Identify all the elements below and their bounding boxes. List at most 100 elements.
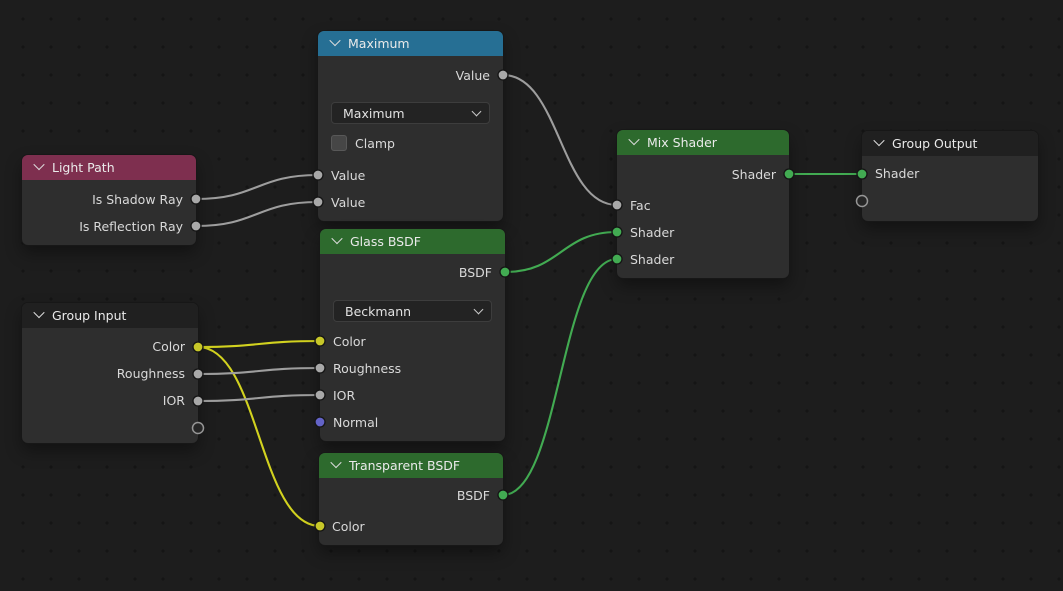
input-row-value-2: Value — [318, 189, 503, 216]
node-title: Glass BSDF — [350, 233, 421, 249]
node-header-mix-shader[interactable]: Mix Shader — [617, 130, 789, 155]
operation-dropdown[interactable]: Maximum — [331, 102, 490, 124]
node-maximum[interactable]: Maximum Value Maximum Clamp Value Value — [318, 31, 503, 221]
output-row-shader: Shader — [617, 161, 789, 188]
socket-transparent-color[interactable] — [314, 520, 326, 532]
socket-label: BSDF — [456, 487, 490, 503]
socket-mix-shader-in-1[interactable] — [611, 226, 623, 238]
node-header-glass-bsdf[interactable]: Glass BSDF — [320, 229, 505, 254]
output-row-color: Color — [22, 333, 198, 360]
dropdown-value: Maximum — [343, 105, 405, 121]
socket-lightpath-is-reflection-ray[interactable] — [190, 220, 202, 232]
socket-label: Is Reflection Ray — [79, 218, 183, 234]
socket-mix-fac[interactable] — [611, 199, 623, 211]
collapse-chevron-icon[interactable] — [873, 134, 885, 147]
wire-transparent-to-mix-shader2[interactable] — [502, 257, 618, 497]
node-group-output[interactable]: Group Output Shader — [862, 131, 1038, 221]
output-row-value: Value — [318, 62, 503, 89]
socket-label: Color — [152, 338, 185, 354]
wire-ior-to-glass-ior[interactable] — [197, 393, 321, 403]
socket-label: BSDF — [458, 264, 492, 280]
socket-label: Shader — [875, 165, 920, 181]
socket-label: Shader — [731, 166, 776, 182]
wire-color-to-transparent-color[interactable] — [197, 345, 321, 528]
socket-label: Value — [331, 167, 366, 183]
socket-label: Is Shadow Ray — [92, 191, 183, 207]
socket-maximum-value-in-2[interactable] — [312, 196, 324, 208]
socket-label: Roughness — [116, 365, 185, 381]
socket-lightpath-is-shadow-ray[interactable] — [190, 193, 202, 205]
output-row-ior: IOR — [22, 387, 198, 414]
node-glass-bsdf[interactable]: Glass BSDF BSDF Beckmann Color Roughness… — [320, 229, 505, 441]
socket-glass-roughness[interactable] — [314, 362, 326, 374]
node-transparent-bsdf[interactable]: Transparent BSDF BSDF Color — [319, 453, 503, 545]
node-header-transparent-bsdf[interactable]: Transparent BSDF — [319, 453, 503, 478]
socket-groupoutput-shader[interactable] — [856, 168, 868, 180]
socket-label: Value — [455, 67, 490, 83]
node-title: Group Output — [892, 135, 978, 151]
wire-glass-to-mix-shader1[interactable] — [504, 230, 618, 274]
collapse-chevron-icon[interactable] — [330, 456, 342, 469]
input-row-color: Color — [320, 328, 505, 355]
node-header-group-output[interactable]: Group Output — [862, 131, 1038, 156]
output-row-bsdf: BSDF — [320, 259, 505, 286]
socket-glass-normal[interactable] — [314, 416, 326, 428]
wire-maximum-to-fac[interactable] — [502, 73, 618, 207]
socket-label: Normal — [333, 414, 379, 430]
input-row-shader-2: Shader — [617, 246, 789, 273]
collapse-chevron-icon[interactable] — [628, 133, 640, 146]
socket-glass-bsdf-out[interactable] — [499, 266, 511, 278]
node-header-group-input[interactable]: Group Input — [22, 303, 198, 328]
collapse-chevron-icon[interactable] — [33, 306, 45, 319]
input-row-roughness: Roughness — [320, 355, 505, 382]
node-title: Maximum — [348, 35, 410, 51]
input-row-virtual — [862, 187, 1038, 214]
output-row-bsdf: BSDF — [319, 482, 503, 509]
clamp-checkbox[interactable] — [331, 135, 347, 151]
output-row-is-reflection-ray: Is Reflection Ray — [22, 213, 196, 240]
socket-groupinput-ior[interactable] — [192, 395, 204, 407]
node-mix-shader[interactable]: Mix Shader Shader Fac Shader Shader — [617, 130, 789, 278]
collapse-chevron-icon[interactable] — [331, 232, 343, 245]
socket-groupoutput-virtual[interactable] — [855, 194, 869, 208]
input-row-value-1: Value — [318, 162, 503, 189]
wire-reflectionray-to-value2[interactable] — [195, 200, 319, 228]
socket-mix-shader-out[interactable] — [783, 168, 795, 180]
wire-shadowray-to-value1[interactable] — [195, 173, 319, 201]
node-light-path[interactable]: Light Path Is Shadow Ray Is Reflection R… — [22, 155, 196, 245]
wire-roughness-to-glass-roughness[interactable] — [197, 366, 321, 376]
collapse-chevron-icon[interactable] — [329, 34, 341, 47]
socket-maximum-value-out[interactable] — [497, 69, 509, 81]
wire-color-to-glass-color[interactable] — [197, 339, 321, 349]
node-group-input[interactable]: Group Input Color Roughness IOR — [22, 303, 198, 443]
socket-transparent-bsdf-out[interactable] — [497, 489, 509, 501]
node-title: Mix Shader — [647, 134, 717, 150]
socket-mix-shader-in-2[interactable] — [611, 253, 623, 265]
input-row-shader-1: Shader — [617, 219, 789, 246]
socket-groupinput-color[interactable] — [192, 341, 204, 353]
node-header-light-path[interactable]: Light Path — [22, 155, 196, 180]
socket-maximum-value-in-1[interactable] — [312, 169, 324, 181]
socket-label: Fac — [630, 197, 651, 213]
socket-groupinput-virtual[interactable] — [191, 421, 205, 435]
collapse-chevron-icon[interactable] — [33, 158, 45, 171]
clamp-row: Clamp — [318, 130, 503, 157]
socket-label: Color — [332, 518, 365, 534]
socket-groupinput-roughness[interactable] — [192, 368, 204, 380]
node-title: Group Input — [52, 307, 127, 323]
dropdown-value: Beckmann — [345, 303, 412, 319]
socket-glass-color[interactable] — [314, 335, 326, 347]
node-title: Transparent BSDF — [349, 457, 461, 473]
distribution-dropdown[interactable]: Beckmann — [333, 300, 492, 322]
chevron-down-icon — [473, 304, 484, 315]
socket-label: Roughness — [333, 360, 402, 376]
input-row-normal: Normal — [320, 409, 505, 436]
socket-glass-ior[interactable] — [314, 389, 326, 401]
node-header-maximum[interactable]: Maximum — [318, 31, 503, 56]
input-row-fac: Fac — [617, 192, 789, 219]
socket-label: Shader — [630, 251, 675, 267]
input-row-color: Color — [319, 513, 503, 540]
